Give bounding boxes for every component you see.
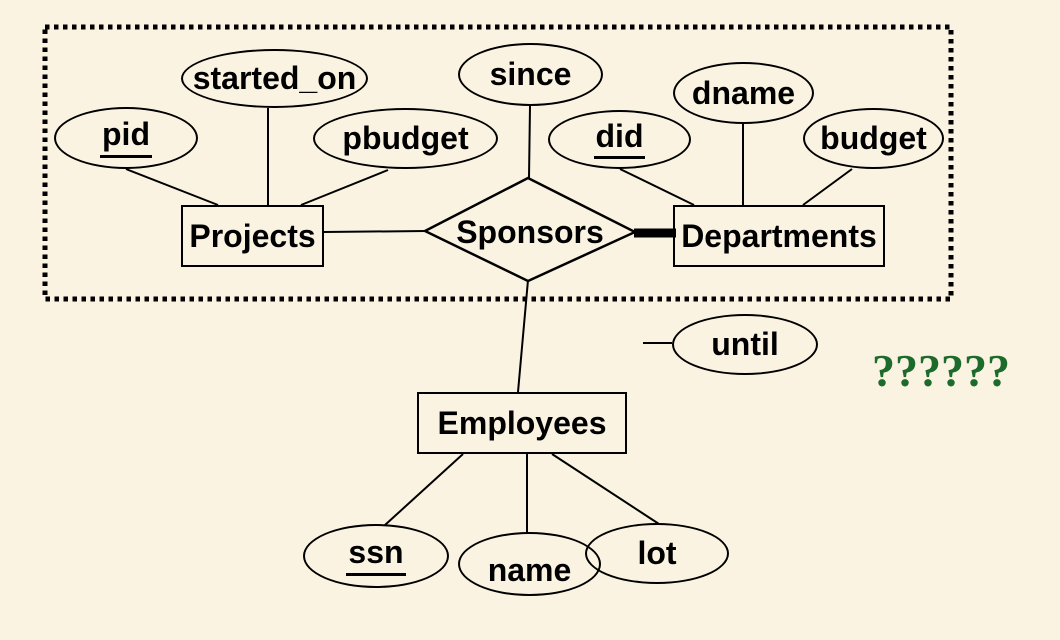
attribute-pid: pid: [54, 107, 198, 169]
attribute-dname-label: dname: [691, 74, 796, 111]
attribute-budget: budget: [803, 108, 944, 169]
attribute-until-label: until: [711, 326, 779, 362]
edge-employees-lot: [551, 453, 660, 525]
edge-sponsors-employees: [517, 279, 529, 393]
edge-since-sponsors: [528, 105, 531, 179]
attribute-ssn-label: ssn: [346, 536, 406, 576]
edge-employees-ssn: [384, 453, 464, 526]
sponsors-diamond: [422, 176, 638, 283]
edge-projects-sponsors: [323, 230, 427, 233]
attribute-until: until: [672, 314, 818, 375]
attribute-since-label: since: [489, 56, 572, 92]
edge-budget-departments: [802, 168, 853, 206]
attribute-lot: lot: [585, 523, 729, 584]
attribute-pbudget: pbudget: [313, 108, 498, 169]
entity-projects-label: Projects: [189, 217, 316, 254]
attribute-budget-label: budget: [820, 120, 927, 156]
entity-projects: Projects: [181, 205, 324, 267]
attribute-did-label: did: [593, 119, 646, 160]
question-marks-annotation: ??????: [872, 345, 1010, 396]
attribute-ssn: ssn: [303, 524, 449, 588]
sponsors-label-text: Sponsors: [456, 213, 604, 250]
entity-departments: Departments: [673, 205, 885, 267]
attribute-started-on-label: started_on: [192, 60, 357, 96]
entity-departments-label: Departments: [681, 217, 877, 254]
edge-pid-projects: [125, 168, 219, 206]
attribute-pid-label: pid: [100, 118, 152, 158]
attribute-did: did: [548, 110, 691, 169]
relationship-sponsors-label: Sponsors: [425, 212, 635, 252]
edge-pbudget-projects: [300, 169, 389, 206]
attribute-lot-label: lot: [637, 535, 677, 571]
attribute-name: name: [458, 532, 601, 596]
entity-employees-label: Employees: [437, 404, 607, 441]
attribute-name-label: name: [487, 551, 572, 588]
edge-did-departments: [619, 168, 695, 206]
entity-employees: Employees: [417, 392, 627, 454]
attribute-pbudget-label: pbudget: [342, 120, 469, 156]
attribute-since: since: [458, 43, 603, 106]
attribute-started-on: started_on: [181, 49, 368, 108]
aggregation-boundary: [42, 24, 954, 302]
attribute-dname: dname: [673, 62, 814, 124]
